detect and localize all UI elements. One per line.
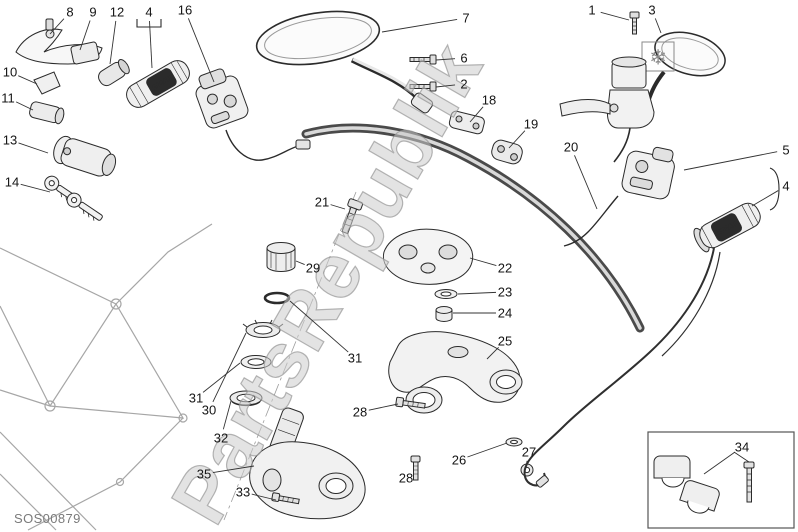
steering-head-cap	[266, 242, 296, 272]
part-callout-35: 35	[196, 466, 212, 482]
part-callout-2: 2	[460, 76, 468, 92]
top-yoke	[383, 228, 474, 285]
part-callout-4: 4	[782, 178, 790, 194]
left-switch-connector	[295, 139, 311, 150]
diagram-code: SOS00879	[14, 511, 81, 526]
steering-axis-line	[223, 191, 357, 521]
part-callout-8: 8	[66, 4, 74, 20]
steering-stem-bolt	[341, 198, 364, 235]
clamp-half	[653, 455, 691, 488]
inset-leader	[733, 451, 750, 463]
frame-outline	[0, 223, 213, 531]
part-callout-31: 31	[188, 390, 204, 406]
part-callout-34: 34	[734, 439, 750, 455]
part-callout-21: 21	[314, 194, 330, 210]
stem-spacer	[435, 306, 453, 322]
mirror-screw-6	[409, 54, 437, 65]
part-callout-13: 13	[2, 132, 18, 148]
part-callout-24: 24	[497, 305, 513, 321]
part-callout-29: 29	[305, 260, 321, 276]
part-callout-32: 32	[213, 430, 229, 446]
left-mirror	[255, 10, 434, 114]
part-callout-30: 30	[201, 402, 217, 418]
mirror-screw-1	[629, 11, 640, 35]
part-callout-14: 14	[4, 174, 20, 190]
part-callout-4: 4	[145, 4, 153, 20]
front-brake-master-cylinder	[559, 56, 655, 163]
cable-washer	[505, 437, 523, 447]
ignition-switch	[53, 135, 117, 177]
part-callout-27: 27	[521, 444, 537, 460]
part-callout-12: 12	[109, 4, 125, 20]
lock-cylinder-small	[29, 101, 65, 125]
part-callout-26: 26	[451, 452, 467, 468]
part-callout-20: 20	[563, 139, 579, 155]
throttle-cable	[523, 247, 721, 488]
right-switchgear	[621, 146, 675, 200]
cold-weather-icon: ❄	[641, 41, 675, 72]
group-bracket-right	[769, 167, 780, 211]
part-callout-11: 11	[1, 90, 15, 106]
part-callout-19: 19	[523, 116, 539, 132]
part-callout-10: 10	[2, 64, 18, 80]
left-grip: DUCATI	[126, 60, 190, 108]
right-switch-wire	[563, 195, 619, 247]
part-callout-5: 5	[782, 142, 790, 158]
part-callout-23: 23	[497, 284, 513, 300]
ring-nut-washer	[240, 355, 272, 369]
part-callout-16: 16	[177, 2, 193, 18]
part-callout-25: 25	[497, 333, 513, 349]
accessory-inset-box	[647, 431, 795, 529]
clamp-half-2	[679, 480, 720, 514]
stem-washer	[434, 289, 458, 299]
bar-end-weight	[98, 58, 130, 87]
part-callout-7: 7	[462, 10, 470, 26]
part-callout-28: 28	[352, 404, 368, 420]
left-switch-wire	[225, 129, 299, 161]
part-callout-3: 3	[648, 2, 656, 18]
part-callout-33: 33	[235, 484, 251, 500]
svg-text:❄: ❄	[649, 46, 667, 70]
clamp-bolt-2	[410, 455, 421, 481]
o-ring	[263, 291, 291, 305]
handlebar-tube	[301, 123, 645, 333]
part-callout-6: 6	[460, 50, 468, 66]
throttle-grip: DUCATI	[693, 202, 761, 253]
part-callout-1: 1	[588, 2, 596, 18]
part-callout-22: 22	[497, 260, 513, 276]
key-blank-2	[66, 192, 103, 221]
part-callout-28: 28	[398, 470, 414, 486]
part-callout-9: 9	[89, 4, 97, 20]
part-callout-18: 18	[481, 92, 497, 108]
group-bracket-left	[136, 19, 162, 28]
steering-ring-nut	[242, 319, 284, 338]
part-callout-31: 31	[347, 350, 363, 366]
